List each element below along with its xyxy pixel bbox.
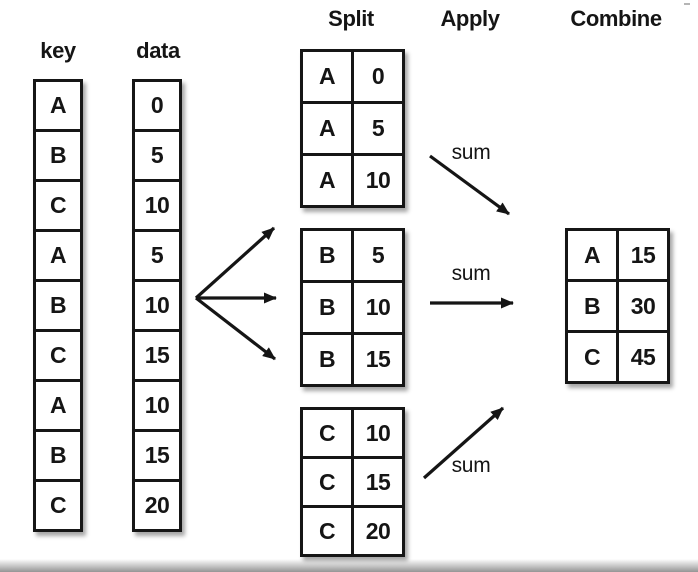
table-cell: 45 — [619, 333, 667, 381]
key-cell: A — [36, 82, 80, 129]
table-cell: 15 — [619, 231, 667, 279]
table-cell: 30 — [619, 282, 667, 330]
table-cell: C — [568, 333, 616, 381]
table-cell: 15 — [354, 459, 402, 505]
combine-table: A 15 B 30 C 45 — [565, 228, 670, 384]
key-cell: C — [36, 332, 80, 379]
table-cell: 0 — [354, 52, 402, 101]
table-cell: B — [303, 231, 351, 280]
table-cell: B — [568, 282, 616, 330]
table-cell: 10 — [354, 156, 402, 205]
data-cell: 20 — [135, 482, 179, 529]
table-cell: 10 — [354, 283, 402, 332]
key-cell: B — [36, 432, 80, 479]
data-cell: 0 — [135, 82, 179, 129]
table-cell: 20 — [354, 508, 402, 554]
header-split: Split — [328, 6, 374, 31]
table-cell: A — [303, 52, 351, 101]
table-cell: C — [303, 508, 351, 554]
data-column: 0 5 10 5 10 15 10 15 20 — [132, 79, 182, 532]
split-table-c: C 10 C 15 C 20 — [300, 407, 405, 557]
data-cell: 15 — [135, 332, 179, 379]
table-cell: 5 — [354, 104, 402, 153]
sum-label-bottom: sum — [451, 454, 491, 477]
page-edge-shadow — [0, 559, 698, 572]
header-apply: Apply — [440, 6, 500, 31]
table-cell: A — [568, 231, 616, 279]
column-label-data: data — [136, 38, 180, 63]
key-cell: B — [36, 282, 80, 329]
data-cell: 5 — [135, 132, 179, 179]
corner-artifact — [684, 3, 690, 5]
table-cell: C — [303, 410, 351, 456]
table-cell: 15 — [354, 335, 402, 384]
table-cell: 10 — [354, 410, 402, 456]
split-arrow-up-icon — [194, 226, 276, 300]
table-cell: C — [303, 459, 351, 505]
data-cell: 5 — [135, 232, 179, 279]
key-cell: C — [36, 182, 80, 229]
split-table-a: A 0 A 5 A 10 — [300, 49, 405, 208]
key-cell: C — [36, 482, 80, 529]
split-table-b: B 5 B 10 B 15 — [300, 228, 405, 387]
split-arrow-down-icon — [195, 296, 276, 361]
key-cell: B — [36, 132, 80, 179]
data-cell: 10 — [135, 182, 179, 229]
header-combine: Combine — [570, 6, 662, 31]
table-cell: A — [303, 104, 351, 153]
key-cell: A — [36, 382, 80, 429]
table-cell: A — [303, 156, 351, 205]
table-cell: B — [303, 335, 351, 384]
data-cell: 15 — [135, 432, 179, 479]
sum-label-middle: sum — [451, 262, 491, 285]
data-cell: 10 — [135, 282, 179, 329]
data-cell: 10 — [135, 382, 179, 429]
sum-label-top: sum — [451, 141, 491, 164]
key-cell: A — [36, 232, 80, 279]
table-cell: 5 — [354, 231, 402, 280]
key-column: A B C A B C A B C — [33, 79, 83, 532]
table-cell: B — [303, 283, 351, 332]
column-label-key: key — [40, 38, 76, 63]
